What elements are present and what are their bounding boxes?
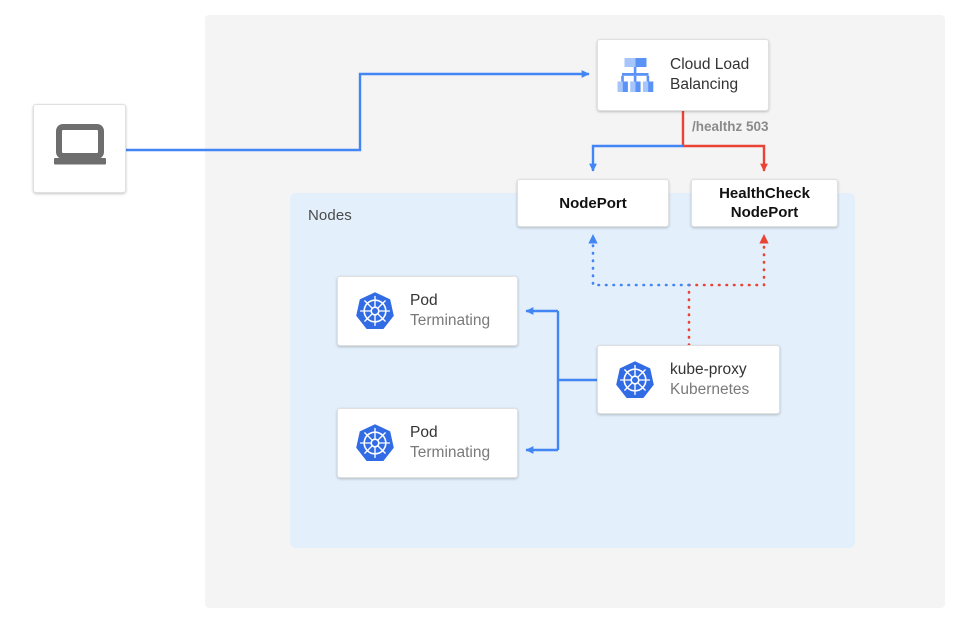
pod-2-subtitle: Terminating bbox=[410, 444, 491, 461]
cloud-load-balancing-node[interactable]: Cloud Load Balancing bbox=[597, 39, 769, 111]
client-node[interactable] bbox=[33, 104, 126, 193]
healthcheck-nodeport-line-1: HealthCheck bbox=[719, 185, 810, 202]
nodeport-node[interactable]: NodePort bbox=[517, 179, 669, 227]
pod-2-title: Pod bbox=[410, 424, 438, 441]
kube-proxy-subtitle: Kubernetes bbox=[670, 380, 750, 398]
healthcheck-nodeport-node[interactable]: HealthCheck NodePort bbox=[691, 179, 838, 227]
cloud-load-balancing-icon bbox=[612, 52, 658, 98]
pod-1-title: Pod bbox=[410, 292, 438, 309]
pod-node-2[interactable]: Pod Terminating bbox=[337, 408, 518, 478]
pod-node-1[interactable]: Pod Terminating bbox=[337, 276, 518, 346]
cloud-load-balancing-line-1: Cloud Load bbox=[670, 56, 750, 73]
kubernetes-icon bbox=[612, 357, 658, 403]
kubernetes-icon bbox=[352, 288, 398, 334]
cloud-load-balancing-line-2: Balancing bbox=[670, 76, 739, 93]
kube-proxy-node[interactable]: kube-proxy Kubernetes bbox=[597, 345, 780, 414]
healthz-503-label: /healthz 503 bbox=[692, 119, 769, 134]
kube-proxy-title: kube-proxy bbox=[670, 360, 747, 378]
kubernetes-icon bbox=[352, 420, 398, 466]
pod-1-subtitle: Terminating bbox=[410, 312, 491, 329]
nodes-panel-label: Nodes bbox=[308, 207, 352, 224]
nodeport-label: NodePort bbox=[559, 194, 627, 212]
laptop-icon bbox=[52, 124, 108, 173]
healthcheck-nodeport-line-2: NodePort bbox=[730, 204, 799, 221]
